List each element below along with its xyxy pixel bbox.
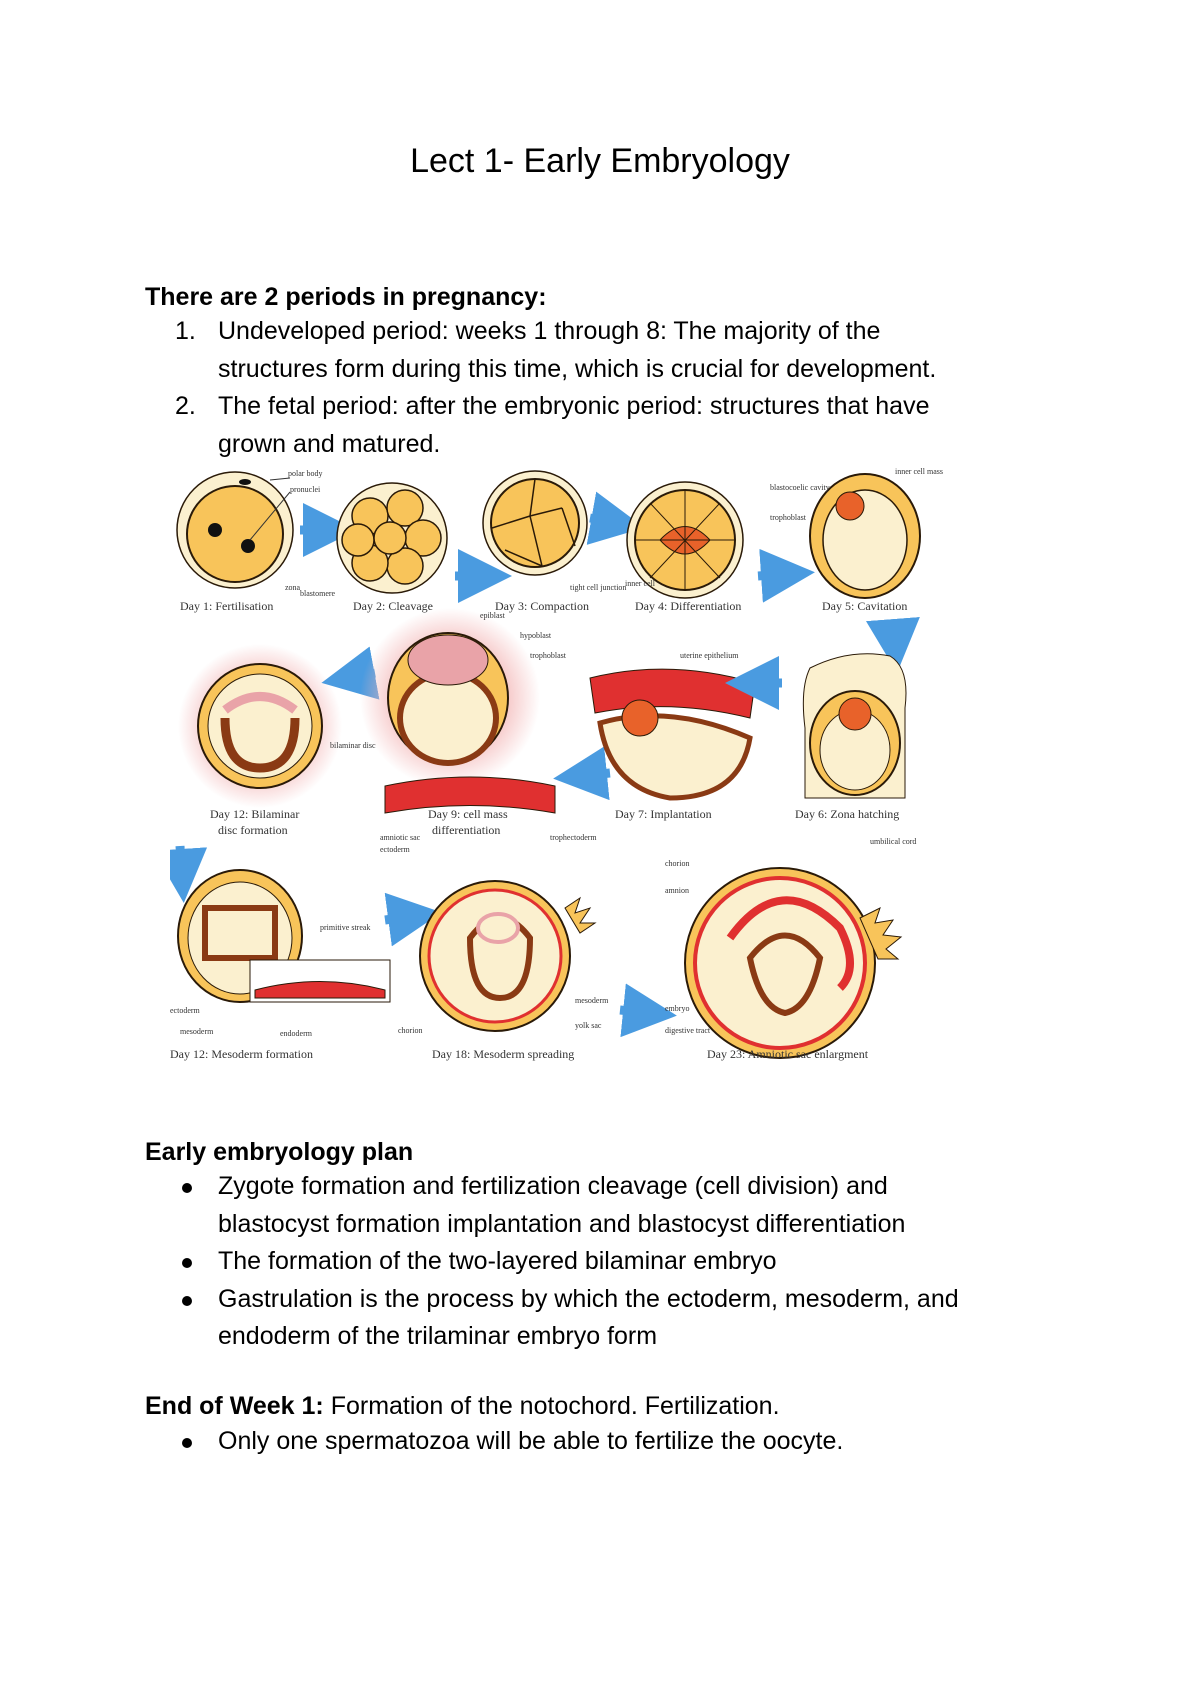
label-epiblast: epiblast bbox=[480, 611, 506, 620]
list-item: 2. The fetal period: after the embryonic… bbox=[145, 388, 1065, 463]
label-amniotic-sac: amniotic sac bbox=[380, 833, 421, 842]
label-bilaminar-disc: bilaminar disc bbox=[330, 741, 376, 750]
bullet-icon bbox=[182, 1258, 192, 1268]
page-title: Lect 1- Early Embryology bbox=[410, 142, 790, 180]
bullet-icon bbox=[182, 1295, 192, 1306]
arrow-icon bbox=[619, 983, 677, 1038]
day2-cleavage: blastomere Day 2: Cleavage bbox=[300, 482, 448, 613]
arrow-icon bbox=[170, 845, 208, 903]
label-endoderm: endoderm bbox=[280, 1029, 313, 1038]
label-digestive-tract: digestive tract bbox=[665, 1026, 711, 1035]
label-mesoderm: mesoderm bbox=[180, 1027, 214, 1036]
day9-cell-mass: epiblast hypoblast trophoblast Day 9: ce… bbox=[360, 608, 567, 837]
list-item-text: Gastrulation is the process by which the… bbox=[218, 1284, 959, 1313]
list-number: 1. bbox=[175, 317, 196, 345]
week1-list: Only one spermatozoa will be able to fer… bbox=[145, 1423, 1065, 1461]
label-zona: zona bbox=[285, 583, 301, 592]
list-item: Gastrulation is the process by which the… bbox=[145, 1281, 1065, 1356]
label-tight-cell-junction: tight cell junction bbox=[570, 583, 626, 592]
arrow-icon bbox=[553, 746, 611, 801]
label-blastomere: blastomere bbox=[300, 589, 336, 598]
label-polar-body: polar body bbox=[288, 469, 322, 478]
label-trophoblast-2: trophoblast bbox=[530, 651, 567, 660]
caption-day6: Day 6: Zona hatching bbox=[795, 807, 899, 821]
embryology-stages-figure: polar body pronuclei zona Day 1: Fertili… bbox=[170, 468, 943, 1061]
week1-paragraph: End of Week 1: Formation of the notochor… bbox=[145, 1392, 780, 1421]
label-primitive-streak: primitive streak bbox=[320, 923, 370, 932]
list-item-text: The fetal period: after the embryonic pe… bbox=[218, 392, 930, 420]
list-item-text: endoderm of the trilaminar embryo form bbox=[218, 1322, 658, 1350]
caption-day3: Day 3: Compaction bbox=[495, 599, 589, 613]
arrow-icon bbox=[586, 491, 645, 545]
label-uterine-epithelium: uterine epithelium bbox=[680, 651, 739, 660]
label-trophectoderm: trophectoderm bbox=[550, 833, 597, 842]
list-item-text: structures form during this time, which … bbox=[218, 354, 937, 383]
arrow-icon bbox=[384, 892, 442, 947]
caption-day5: Day 5: Cavitation bbox=[822, 599, 907, 613]
list-item: The formation of the two-layered bilamin… bbox=[145, 1243, 1065, 1281]
label-yolk-sac: yolk sac bbox=[575, 1021, 602, 1030]
caption-day12-mesoderm: Day 12: Mesoderm formation bbox=[170, 1047, 313, 1061]
label-blastocoelic-cavity: blastocoelic cavity bbox=[770, 483, 830, 492]
list-number: 2. bbox=[175, 392, 196, 420]
list-item-text: The formation of the two-layered bilamin… bbox=[218, 1247, 777, 1275]
list-item-text: Zygote formation and fertilization cleav… bbox=[218, 1172, 888, 1200]
label-ectoderm-2: ectoderm bbox=[380, 845, 411, 854]
label-mesoderm-2: mesoderm bbox=[575, 996, 609, 1005]
day4-differentiation: inner cell Day 4: Differentiation bbox=[625, 481, 744, 613]
arrow-icon bbox=[757, 548, 815, 603]
day3-compaction: tight cell junction Day 3: Compaction bbox=[482, 470, 626, 613]
caption-day9-line2: differentiation bbox=[432, 823, 500, 837]
label-hypoblast: hypoblast bbox=[520, 631, 552, 640]
caption-day1: Day 1: Fertilisation bbox=[180, 599, 273, 613]
label-umbilical-cord: umbilical cord bbox=[870, 837, 916, 846]
arrow-icon bbox=[866, 617, 920, 673]
plan-heading: Early embryology plan bbox=[145, 1138, 414, 1166]
caption-day12-line1: Day 12: Bilaminar bbox=[210, 807, 299, 821]
list-item: Only one spermatozoa will be able to fer… bbox=[145, 1423, 1065, 1461]
week1-label: End of Week 1: bbox=[145, 1392, 324, 1420]
caption-day12-line2: disc formation bbox=[218, 823, 288, 837]
list-item-text: grown and matured. bbox=[218, 429, 441, 458]
caption-day4: Day 4: Differentiation bbox=[635, 599, 741, 613]
periods-heading: There are 2 periods in pregnancy: bbox=[145, 283, 547, 311]
caption-day23: Day 23: Amniotic sac enlargment bbox=[707, 1047, 869, 1061]
day12-mesoderm-formation: primitive streak ectoderm mesoderm endod… bbox=[170, 869, 391, 1061]
label-inner-cell-mass: inner cell mass bbox=[895, 468, 943, 476]
label-trophoblast: trophoblast bbox=[770, 513, 807, 522]
plan-list: Zygote formation and fertilization cleav… bbox=[145, 1168, 1065, 1356]
label-amnion: amnion bbox=[665, 886, 689, 895]
bullet-icon bbox=[182, 1438, 192, 1448]
caption-day2: Day 2: Cleavage bbox=[353, 599, 433, 613]
day7-implantation: uterine epithelium Day 7: Implantation bbox=[589, 651, 756, 821]
caption-day18: Day 18: Mesoderm spreading bbox=[432, 1047, 574, 1061]
label-pronuclei: pronuclei bbox=[290, 485, 321, 494]
list-item-text: blastocyst formation implantation and bl… bbox=[218, 1209, 906, 1238]
list-item-text: Only one spermatozoa will be able to fer… bbox=[218, 1427, 844, 1455]
label-chorion-2: chorion bbox=[665, 859, 689, 868]
week1-text: Formation of the notochord. Fertilizatio… bbox=[323, 1392, 780, 1420]
day18-mesoderm-spreading: amniotic sac ectoderm trophectoderm meso… bbox=[380, 833, 609, 1061]
label-inner-cell: inner cell bbox=[625, 579, 656, 588]
label-embryo: embryo bbox=[665, 1004, 689, 1013]
day23-amniotic-sac: umbilical cord chorion amnion embryo dig… bbox=[665, 837, 916, 1061]
bullet-icon bbox=[182, 1183, 192, 1193]
periods-list: 1. Undeveloped period: weeks 1 through 8… bbox=[145, 313, 1065, 463]
caption-day9-line1: Day 9: cell mass bbox=[428, 807, 508, 821]
list-item: 1. Undeveloped period: weeks 1 through 8… bbox=[145, 313, 1065, 388]
label-chorion: chorion bbox=[398, 1026, 422, 1035]
day6-zona-hatching: Day 6: Zona hatching bbox=[795, 653, 907, 821]
caption-day7: Day 7: Implantation bbox=[615, 807, 712, 821]
label-ectoderm: ectoderm bbox=[170, 1006, 201, 1015]
day5-cavitation: inner cell mass blastocoelic cavity trop… bbox=[770, 468, 943, 613]
day12-bilaminar: bilaminar disc Day 12: Bilaminar disc fo… bbox=[178, 644, 376, 837]
list-item: Zygote formation and fertilization cleav… bbox=[145, 1168, 1065, 1243]
day1-fertilisation: polar body pronuclei zona Day 1: Fertili… bbox=[176, 469, 322, 613]
list-item-text: Undeveloped period: weeks 1 through 8: T… bbox=[218, 317, 881, 345]
